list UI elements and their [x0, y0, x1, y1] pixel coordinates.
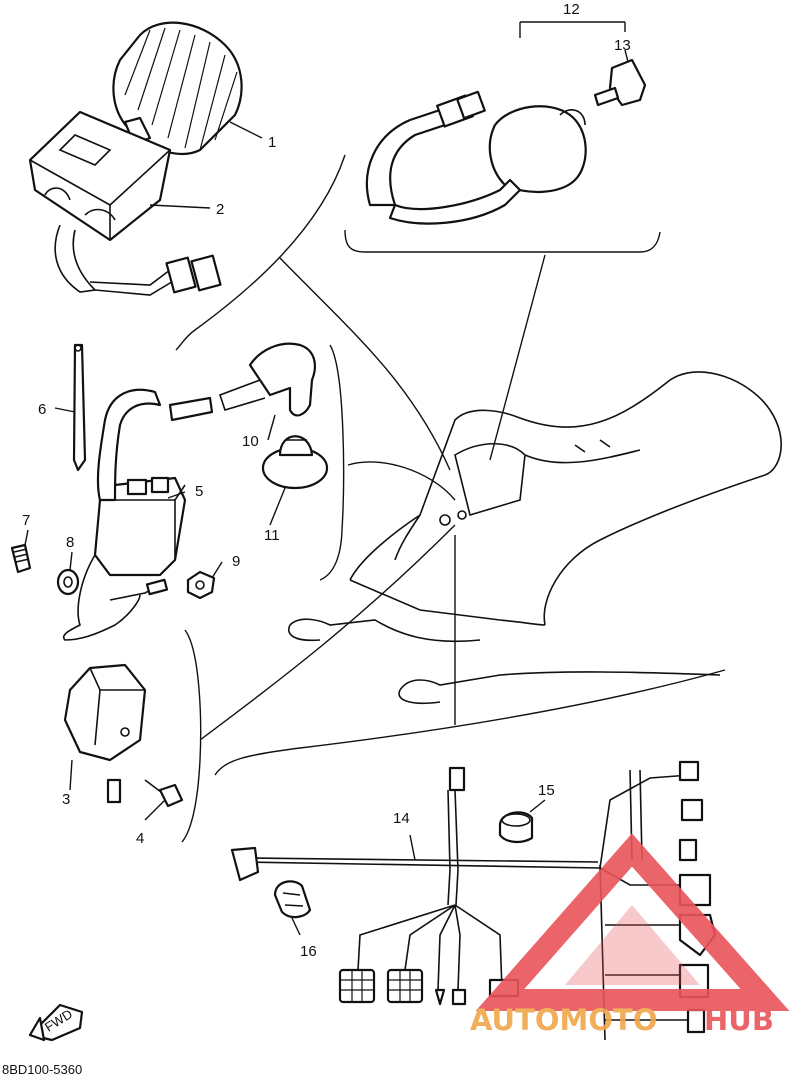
callout-2: 2 — [216, 201, 224, 218]
watermark-text-automoto: AUTOMOTO — [470, 1003, 657, 1037]
callout-15: 15 — [538, 782, 555, 799]
callout-14: 14 — [393, 810, 410, 827]
part-10-plug-cap — [168, 342, 316, 422]
callout-8: 8 — [66, 534, 74, 551]
leader-lines — [199, 254, 546, 741]
part-9-nut — [186, 570, 216, 600]
part-8-washer — [56, 568, 80, 596]
callout-1: 1 — [268, 134, 276, 151]
callout-leaders — [24, 49, 629, 936]
drawing-code: 8BD100-5360 — [2, 1062, 82, 1077]
callout-5: 5 — [195, 483, 203, 500]
snowmobile-outline — [288, 371, 782, 705]
callout-labels: 1 2 3 4 5 6 7 8 9 10 11 12 13 14 15 16 — [22, 1, 631, 960]
part-1-coil — [112, 21, 243, 155]
callout-10: 10 — [242, 433, 259, 450]
part-4-bolt — [144, 779, 184, 808]
part-6-strap — [72, 343, 87, 472]
part-7-bolt — [10, 543, 32, 574]
part-11-rubber-cap — [261, 435, 329, 490]
callout-11: 11 — [264, 527, 280, 544]
group-dividers — [175, 21, 726, 843]
callout-16-clamp: 16 — [300, 943, 317, 960]
watermark-triangle-icon — [475, 833, 790, 1011]
callout-9: 9 — [232, 553, 240, 570]
part-12-main-switch — [365, 90, 587, 225]
part-16-clamp — [273, 880, 312, 919]
watermark-inner-icon — [565, 905, 700, 985]
callout-13: 13 — [614, 37, 631, 54]
automotohub-watermark: AUTOMOTO HUB — [470, 833, 790, 1037]
part-2-cdi-box — [28, 110, 222, 296]
fwd-arrow-icon — [28, 1003, 84, 1042]
callout-6: 6 — [38, 401, 46, 418]
part-15-grommet — [498, 811, 534, 844]
part-5-ignition-coil — [62, 388, 187, 641]
part-3-regulator — [63, 663, 147, 804]
part-13-key — [593, 58, 647, 107]
callout-4: 4 — [136, 830, 144, 847]
callout-12: 12 — [563, 1, 580, 18]
watermark-text-hub: HUB — [704, 1003, 774, 1037]
callout-7: 7 — [22, 512, 30, 529]
callout-3: 3 — [62, 791, 70, 808]
